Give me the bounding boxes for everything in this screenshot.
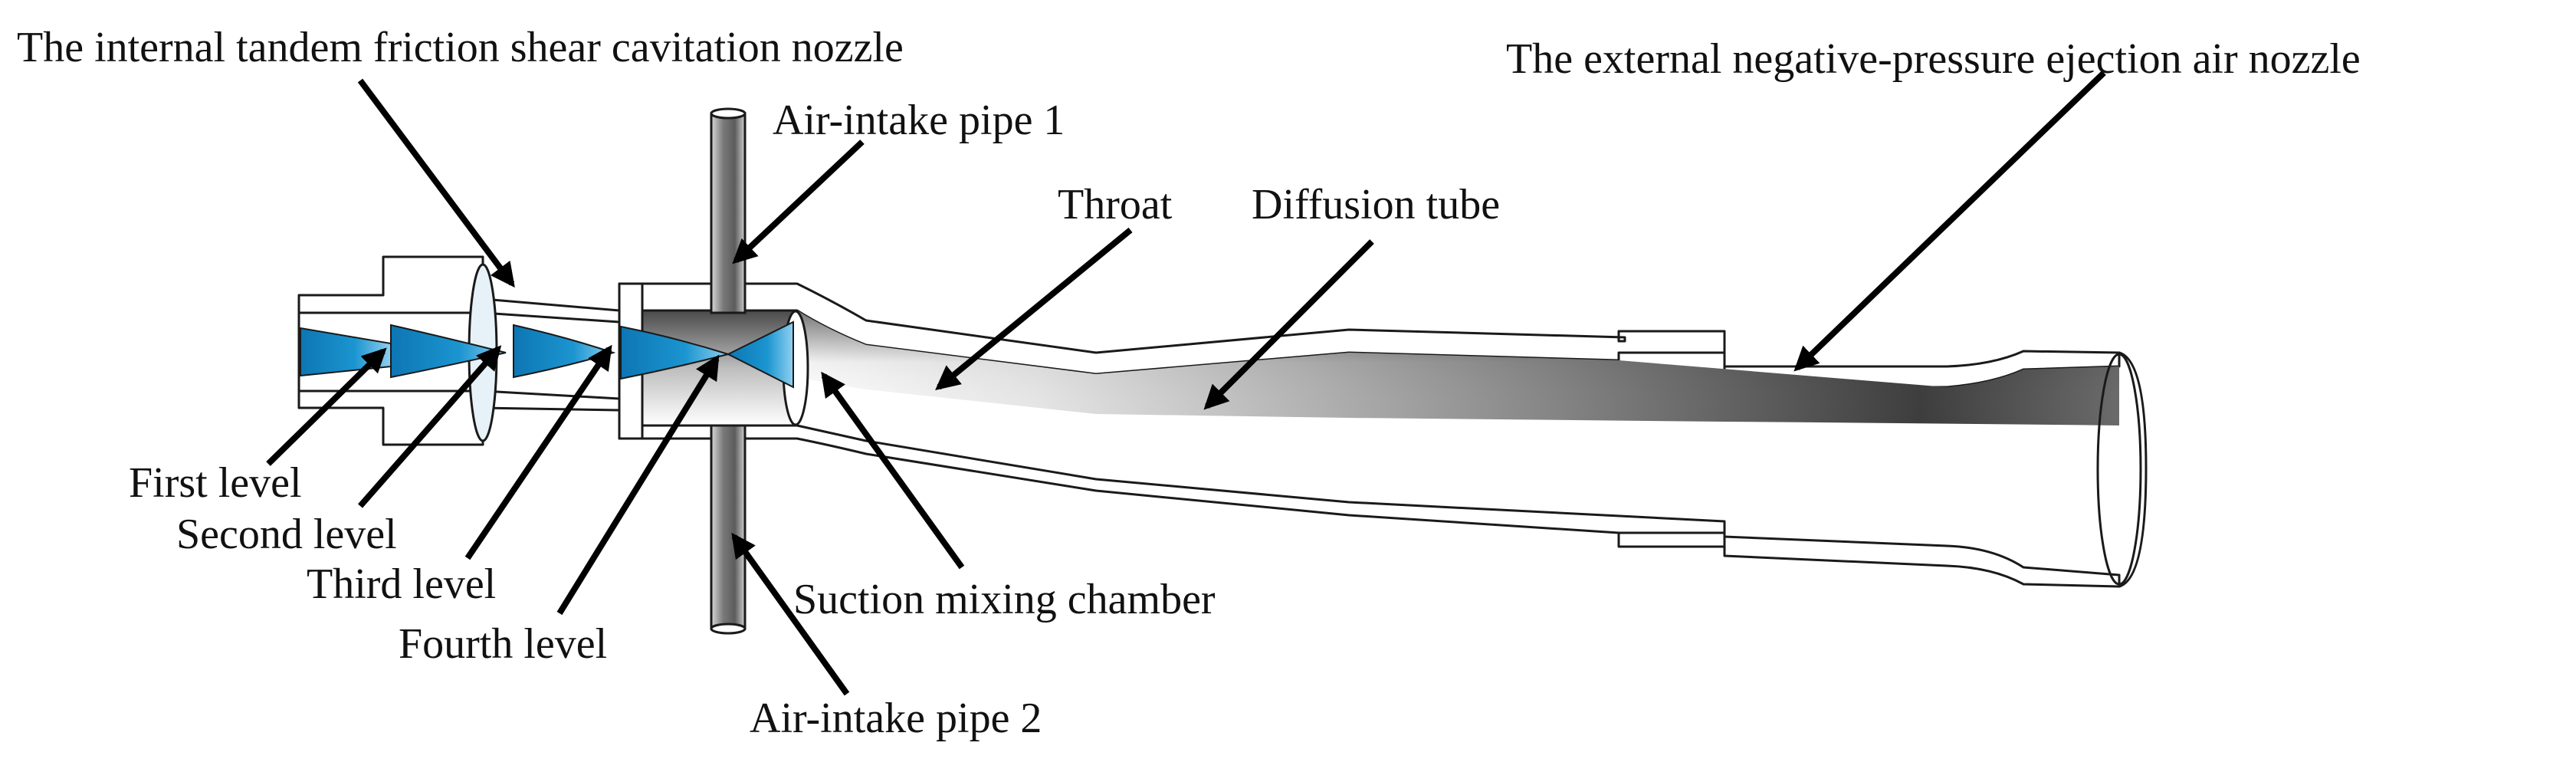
external-bottom-ring (1617, 531, 1726, 548)
arrow-throat (935, 227, 1133, 391)
label-second-level: Second level (176, 511, 397, 558)
external-bore-shade (797, 310, 2119, 426)
label-third-level: Third level (307, 560, 496, 608)
label-suction-chamber: Suction mixing chamber (793, 576, 1216, 623)
internal-bottom-wall (297, 389, 621, 446)
internal-nozzle-body (297, 255, 621, 446)
cone-second-level (390, 324, 507, 379)
label-throat: Throat (1058, 181, 1173, 228)
arrow-air-intake-2 (731, 532, 850, 696)
air-intake-pipe-2-opening (710, 623, 747, 635)
arrow-diffusion-tube (1203, 239, 1374, 410)
label-internal-nozzle: The internal tandem friction shear cavit… (17, 24, 904, 71)
label-air-intake-2: Air-intake pipe 2 (750, 695, 1042, 742)
arrow-first-level (266, 347, 387, 466)
arrow-third-level (464, 344, 612, 560)
external-end-cap (2118, 351, 2148, 588)
internal-top-wall (297, 255, 621, 324)
cone-exit-flare (726, 320, 794, 389)
arrow-internal-nozzle (357, 78, 515, 288)
air-intake-pipe-1-body (710, 112, 747, 314)
external-bottom-wall (618, 424, 2121, 588)
external-outlet-rim (2096, 353, 2142, 586)
arrow-second-level (357, 345, 502, 508)
leader-arrows (266, 71, 2106, 696)
air-intake-pipe-1-opening (710, 107, 747, 120)
air-intake-pipe-2-body (710, 424, 747, 630)
air-intake-pipes (710, 107, 747, 635)
label-external-nozzle: The external negative-pressure ejection … (1506, 35, 2361, 83)
arrow-suction-chamber (821, 371, 965, 570)
label-air-intake-1: Air-intake pipe 1 (773, 97, 1065, 144)
external-nozzle-body (618, 282, 2148, 588)
cone-first-level (300, 327, 392, 377)
arrow-external-nozzle (1793, 71, 2106, 372)
arrow-fourth-level (556, 354, 720, 616)
cone-third-level (513, 324, 616, 379)
cavitation-cones (300, 320, 794, 389)
arrow-air-intake-1 (732, 140, 865, 264)
label-diffusion-tube: Diffusion tube (1252, 181, 1500, 228)
label-fourth-level: Fourth level (399, 620, 607, 668)
labels: The internal tandem friction shear cavit… (17, 24, 2361, 742)
label-first-level: First level (129, 459, 302, 507)
